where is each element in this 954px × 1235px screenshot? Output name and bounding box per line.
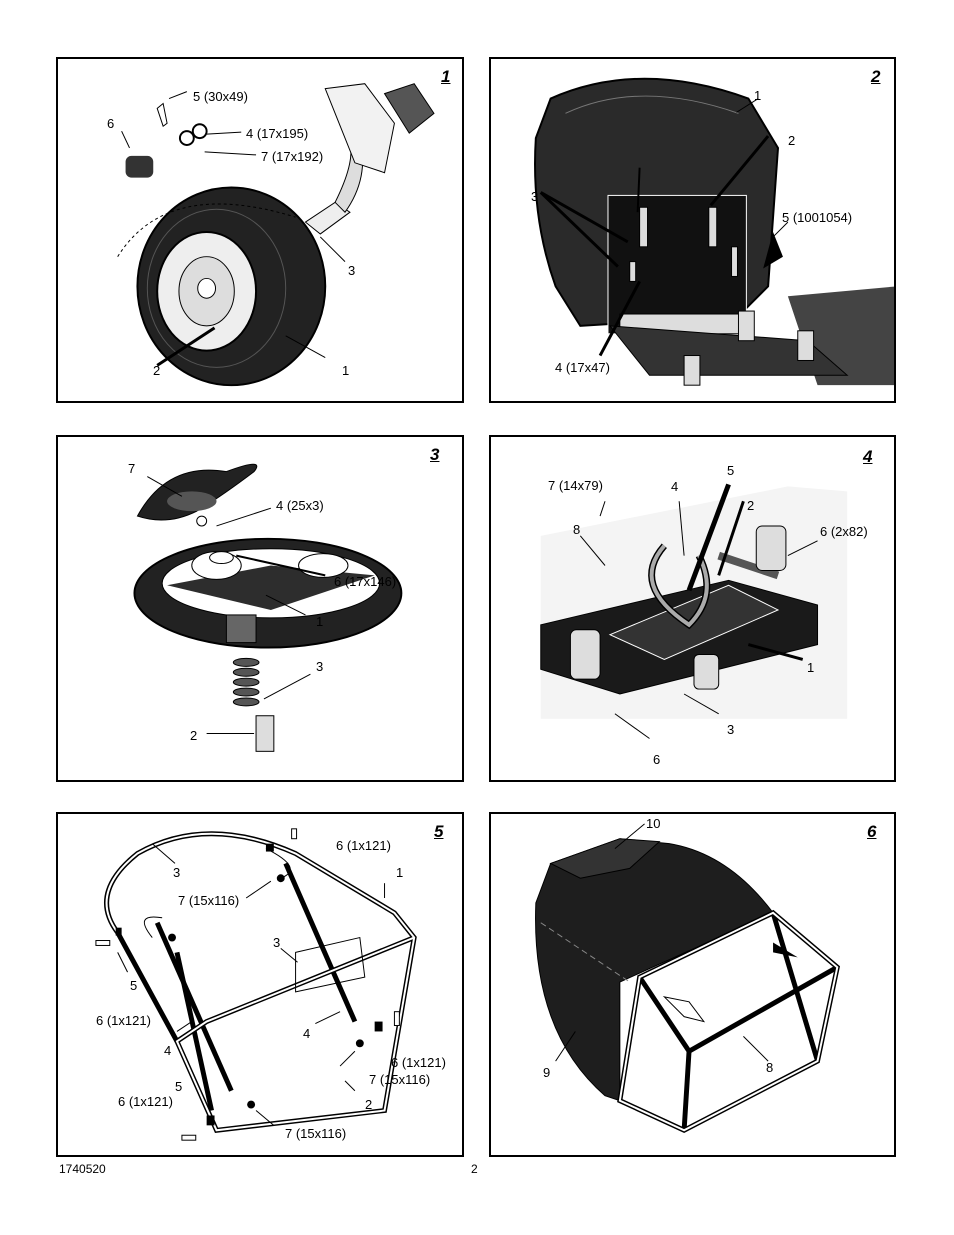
page-number: 2 — [471, 1162, 478, 1176]
part-label-2: 2 — [747, 498, 755, 513]
part-label-nut-15x116: 7 (15x116) — [178, 893, 240, 908]
part-label-2: 2 — [365, 1097, 373, 1112]
figure-panel-4: 4 5 7 (14x79) 4 2 8 6 (2x82) 1 3 6 — [489, 435, 896, 782]
part-label-8: 8 — [766, 1060, 774, 1075]
panel-number: 4 — [863, 447, 873, 466]
part-label-2: 2 — [153, 363, 161, 378]
seat-assembly-illustration — [534, 77, 894, 386]
part-label-bolt-1x121b: 6 (1x121) — [96, 1013, 151, 1028]
part-label-3: 3 — [531, 189, 539, 204]
part-label-washer-17x192: 7 (17x192) — [261, 149, 324, 164]
part-label-3b: 3 — [273, 935, 281, 950]
panel-number: 1 — [441, 67, 451, 86]
part-label-3: 3 — [173, 865, 181, 880]
figure-panel-2: 2 1 2 3 5 (1001054) 4 (17x47) — [489, 57, 896, 403]
part-label-7: 7 — [128, 461, 136, 476]
part-label-1: 1 — [316, 614, 324, 629]
part-label-wing-nut-14x79: 7 (14x79) — [548, 478, 603, 493]
part-label-3: 3 — [727, 722, 735, 737]
figure-panel-3: 3 7 4 (25x3) 6 (17x146) 1 3 2 — [56, 435, 464, 782]
part-label-washer-17x146: 6 (17x146) — [334, 574, 397, 589]
bag-frame-illustration — [95, 828, 417, 1141]
part-label-5: 5 — [130, 978, 138, 993]
part-label-bolt-2x82: 6 (2x82) — [820, 524, 868, 539]
part-label-nut-15x116b: 7 (15x116) — [369, 1072, 431, 1087]
part-label-washer-17x47: 4 (17x47) — [553, 360, 612, 375]
part-label-4: 4 — [303, 1026, 311, 1041]
part-label-4: 4 — [671, 479, 679, 494]
figure-panel-1: 1 5 (30x49) 6 4 (17x195) 7 (17x192) 3 2 … — [56, 57, 464, 403]
steering-wheel-illustration — [133, 463, 403, 752]
part-label-bolt-1x121c: 6 (1x121) — [391, 1055, 446, 1070]
panel-number: 5 — [434, 822, 444, 841]
part-label-1: 1 — [754, 88, 762, 103]
part-label-1: 1 — [342, 363, 350, 378]
part-label-washer-30x49: 5 (30x49) — [193, 89, 248, 104]
part-label-6: 6 — [107, 116, 115, 131]
panel-number: 2 — [871, 67, 881, 86]
figure-panel-5: 5 6 (1x121) 3 1 7 (15x116) 3 5 6 (1x121)… — [56, 812, 464, 1157]
panel-number: 6 — [867, 822, 877, 841]
part-label-5b: 5 — [175, 1079, 183, 1094]
part-label-6: 6 — [653, 752, 661, 767]
part-label-nut-15x116c: 7 (15x116) — [285, 1126, 347, 1141]
part-label-1: 1 — [396, 865, 404, 880]
part-label-knob-1001054: 5 (1001054) — [782, 210, 853, 225]
part-label-5: 5 — [727, 463, 735, 478]
part-label-screw-25x3: 4 (25x3) — [276, 498, 324, 513]
document-number: 1740520 — [59, 1162, 106, 1176]
part-label-bolt-1x121d: 6 (1x121) — [118, 1094, 173, 1109]
figure-panel-6: 6 10 9 8 — [489, 812, 896, 1157]
part-label-2: 2 — [190, 728, 198, 743]
wheel-assembly-illustration — [117, 83, 435, 387]
part-label-8: 8 — [573, 522, 581, 537]
part-label-10: 10 — [646, 816, 661, 831]
panel-number: 3 — [430, 445, 440, 464]
part-label-washer-17x195: 4 (17x195) — [246, 126, 309, 141]
part-label-bolt-1x121: 6 (1x121) — [336, 838, 391, 853]
part-label-9: 9 — [543, 1065, 551, 1080]
part-label-3: 3 — [348, 263, 356, 278]
battery-installation-illustration — [540, 483, 848, 739]
part-label-1: 1 — [807, 660, 815, 675]
part-label-3: 3 — [316, 659, 324, 674]
grass-bag-illustration — [535, 823, 841, 1134]
part-label-4b: 4 — [164, 1043, 172, 1058]
part-label-2: 2 — [788, 133, 796, 148]
